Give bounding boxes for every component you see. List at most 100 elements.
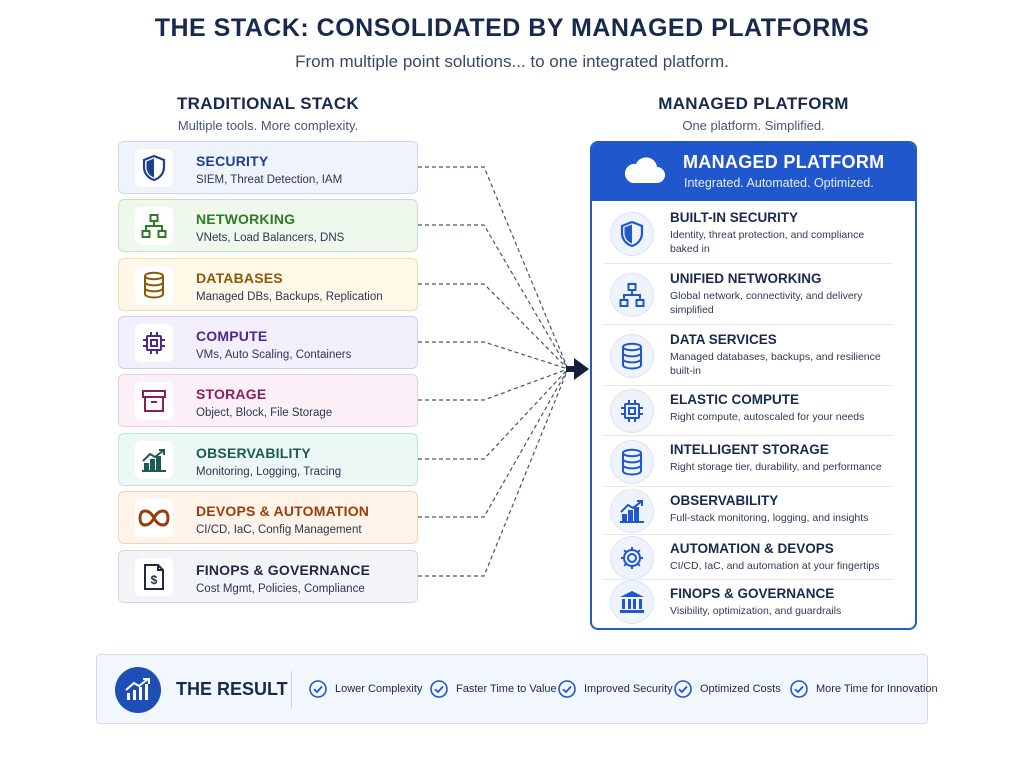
traditional-card-title: DEVOPS & AUTOMATION	[196, 503, 370, 519]
managed-feature-title: AUTOMATION & DEVOPS	[670, 541, 834, 556]
benefit-item: More Time for Innovation	[790, 680, 938, 698]
traditional-card-1: SECURITY SIEM, Threat Detection, IAM	[118, 141, 418, 194]
managed-feature-title: ELASTIC COMPUTE	[670, 392, 800, 407]
row-divider	[604, 263, 892, 264]
managed-platform-title: MANAGED PLATFORM	[683, 152, 885, 172]
managed-heading: MANAGED PLATFORM	[658, 94, 849, 113]
row-divider	[604, 435, 892, 436]
traditional-card-7: DEVOPS & AUTOMATION CI/CD, IaC, Config Ma…	[118, 491, 418, 544]
connector-line	[418, 368, 569, 401]
check-circle-icon	[430, 680, 448, 698]
gear-icon	[610, 536, 654, 580]
managed-feature-row: INTELLIGENT STORAGE Right storage tier, d…	[604, 436, 892, 487]
managed-feature-row: OBSERVABILITY Full-stack monitoring, logg…	[604, 487, 892, 535]
connector-line	[418, 368, 569, 460]
traditional-subheading: Multiple tools. More complexity.	[177, 118, 359, 133]
managed-feature-title: DATA SERVICES	[670, 332, 777, 347]
managed-feature-title: UNIFIED NETWORKING	[670, 271, 822, 286]
chart-icon	[610, 489, 654, 533]
connector-line	[418, 368, 569, 518]
row-divider	[604, 486, 892, 487]
managed-feature-title: FINOPS & GOVERNANCE	[670, 586, 835, 601]
database-icon	[610, 440, 654, 484]
connector-line	[418, 224, 569, 370]
managed-feature-subtitle: Identity, threat protection, and complia…	[670, 229, 865, 255]
cpu-icon	[610, 389, 654, 433]
shield-icon	[135, 149, 173, 187]
benefit-item: Faster Time to Value	[430, 680, 557, 698]
managed-feature-row: UNIFIED NETWORKING Global network, connec…	[604, 264, 892, 325]
network-icon	[610, 273, 654, 317]
network-icon	[135, 207, 173, 245]
traditional-card-subtitle: Cost Mgmt, Policies, Compliance	[196, 583, 365, 595]
result-label: THE RESULT	[176, 679, 288, 699]
arrow-right-icon	[574, 358, 589, 380]
benefit-item: Optimized Costs	[674, 680, 781, 698]
check-circle-icon	[309, 680, 327, 698]
database-icon	[135, 266, 173, 304]
benefit-label: Lower Complexity	[335, 683, 423, 695]
chart-icon	[135, 441, 173, 479]
result-bar: THE RESULT Lower Complexity Faster Time t…	[96, 654, 938, 724]
arrow-shaft	[566, 366, 576, 372]
row-divider	[604, 324, 892, 325]
check-circle-icon	[558, 680, 576, 698]
managed-feature-row: DATA SERVICES Managed databases, backups,…	[604, 325, 892, 386]
traditional-card-title: OBSERVABILITY	[196, 445, 311, 461]
managed-feature-title: OBSERVABILITY	[670, 493, 779, 508]
traditional-card-subtitle: VMs, Auto Scaling, Containers	[196, 349, 352, 361]
managed-feature-subtitle: Managed databases, backups, and resilien…	[670, 351, 881, 377]
managed-feature-subtitle: Right storage tier, durability, and perf…	[670, 461, 882, 473]
managed-feature-title: BUILT-IN SECURITY	[670, 210, 798, 225]
svg-text:$: $	[151, 573, 158, 587]
traditional-card-subtitle: Object, Block, File Storage	[196, 407, 333, 419]
connector-line	[418, 283, 569, 370]
row-divider	[604, 579, 892, 580]
connector-line	[418, 341, 569, 370]
managed-feature-row: BUILT-IN SECURITY Identity, threat protec…	[604, 203, 892, 264]
connector-line	[418, 368, 569, 577]
check-circle-icon	[790, 680, 808, 698]
managed-feature-subtitle: Visibility, optimization, and guardrails	[670, 605, 842, 617]
traditional-card-title: DATABASES	[196, 270, 283, 286]
archive-box-icon	[135, 382, 173, 420]
database-icon	[610, 334, 654, 378]
traditional-card-title: SECURITY	[196, 153, 269, 169]
infinity-icon	[135, 499, 173, 537]
benefit-item: Lower Complexity	[309, 680, 422, 698]
managed-platform-header: MANAGED PLATFORM Integrated. Automated. …	[592, 143, 915, 201]
traditional-heading: TRADITIONAL STACK	[176, 94, 359, 113]
row-divider	[604, 534, 892, 535]
result-divider	[291, 671, 292, 709]
benefit-label: Improved Security	[584, 683, 673, 695]
connector-line	[418, 166, 569, 370]
bank-icon	[610, 580, 654, 624]
managed-feature-subtitle: Global network, connectivity, and delive…	[670, 290, 863, 316]
managed-feature-title: INTELLIGENT STORAGE	[670, 442, 829, 457]
managed-platform-subtitle: Integrated. Automated. Optimized.	[684, 176, 874, 190]
cloud-icon	[624, 157, 665, 183]
shield-icon	[610, 212, 654, 256]
managed-feature-row: FINOPS & GOVERNANCE Visibility, optimizat…	[604, 580, 892, 624]
traditional-card-subtitle: CI/CD, IaC, Config Management	[196, 524, 362, 536]
benefit-label: More Time for Innovation	[816, 683, 938, 695]
page-subtitle: From multiple point solutions... to one …	[295, 52, 729, 71]
traditional-card-2: NETWORKING VNets, Load Balancers, DNS	[118, 199, 418, 252]
benefit-item: Improved Security	[558, 680, 673, 698]
traditional-card-subtitle: SIEM, Threat Detection, IAM	[196, 174, 343, 186]
growth-chart-icon	[115, 667, 161, 713]
traditional-card-subtitle: VNets, Load Balancers, DNS	[196, 232, 345, 244]
page-title: THE STACK: CONSOLIDATED BY MANAGED PLATF…	[154, 14, 870, 42]
cpu-icon	[135, 324, 173, 362]
benefit-label: Optimized Costs	[700, 683, 781, 695]
traditional-card-title: NETWORKING	[196, 211, 296, 227]
managed-platform-box: MANAGED PLATFORM Integrated. Automated. …	[590, 141, 917, 630]
managed-feature-subtitle: Full-stack monitoring, logging, and insi…	[670, 512, 869, 524]
